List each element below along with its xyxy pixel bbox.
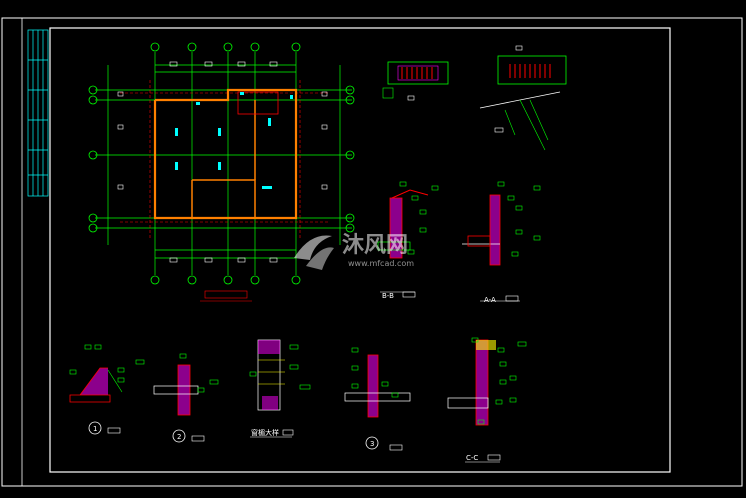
detail-2-bubble: [172, 429, 186, 443]
watermark-logo-icon: [294, 235, 334, 270]
section-aa-label: A-A: [484, 296, 496, 304]
drawing-frame: [49, 27, 671, 473]
watermark-brand: 沐风网: [342, 233, 408, 258]
section-aa: A-A: [462, 181, 541, 304]
plan-axis-bubbles: [88, 42, 355, 285]
sheet-border: [1, 17, 743, 487]
plan-title-box: [204, 290, 248, 299]
detail-3-number: 3: [370, 440, 374, 448]
plan-stair-box: [237, 91, 279, 115]
detail-1-number: 1: [93, 425, 97, 433]
section-cc-label: C-C: [466, 454, 478, 462]
watermark-url: www.mfcad.com: [348, 259, 414, 268]
plan-inner-wall-2: [192, 179, 256, 218]
plan-walls: [153, 88, 298, 220]
section-cc: C-C: [447, 337, 527, 463]
detail-1: 1: [69, 344, 145, 435]
lintel-detail-label: 窗楣大样: [251, 428, 279, 437]
section-bb: B-B: [377, 181, 439, 300]
parapet-elevation: [382, 61, 449, 101]
plan-column-marks: [175, 92, 293, 189]
plan-center-lines: [120, 80, 330, 240]
detail-2: 2: [153, 353, 219, 443]
plan-dimension-tags: [117, 61, 328, 263]
section-bb-label: B-B: [382, 292, 394, 300]
eave-detail: [479, 45, 567, 151]
floor-plan: [88, 42, 355, 302]
detail-2-number: 2: [177, 433, 181, 441]
detail-3-bubble: [365, 436, 379, 450]
title-strip: [27, 29, 49, 197]
lintel-detail: 窗楣大样: [249, 339, 311, 438]
detail-1-bubble: [88, 421, 102, 435]
watermark: 沐风网 www.mfcad.com: [294, 233, 414, 270]
detail-3: 3: [344, 347, 411, 451]
